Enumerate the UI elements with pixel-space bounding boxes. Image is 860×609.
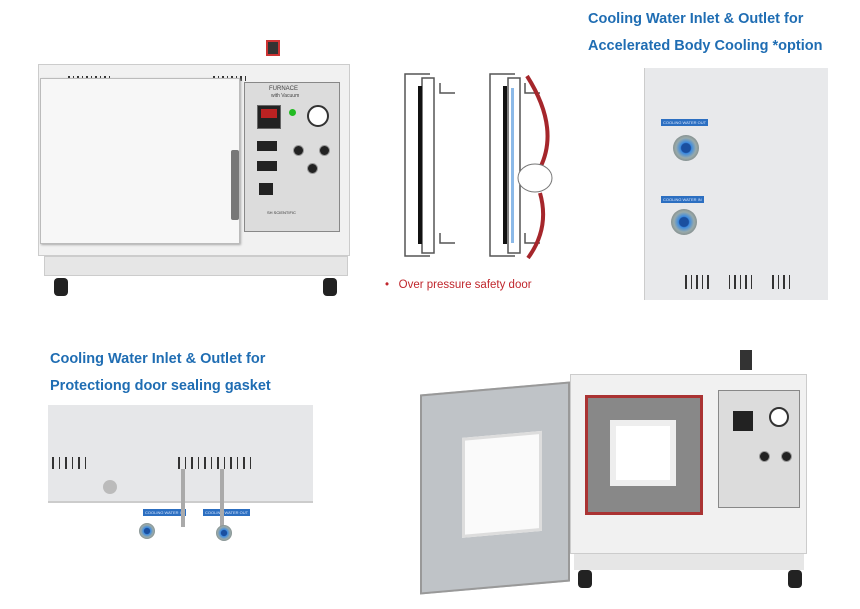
open-door <box>420 381 570 595</box>
caster-wheel <box>578 570 592 588</box>
water-pipe <box>181 469 185 527</box>
pressure-gauge-top <box>740 350 752 370</box>
caption-text: Over pressure safety door <box>398 279 532 291</box>
open-control-panel <box>718 390 800 508</box>
vacuum-gauge <box>307 105 329 127</box>
door-insulation-plug <box>462 430 542 538</box>
vent-slots <box>685 275 790 289</box>
gas-out-knob <box>319 145 330 156</box>
bottom-left-title-line1: Cooling Water Inlet & Outlet for <box>50 351 266 367</box>
furnace-side-panel <box>48 405 313 503</box>
caster-wheel <box>54 278 68 296</box>
pressure-cloud-icon <box>517 163 553 193</box>
safety-door-caption: • Over pressure safety door <box>385 279 532 291</box>
panel-name: FURNACE <box>269 86 299 92</box>
gasket-outlet-fitting <box>216 525 232 541</box>
water-pipe <box>220 469 224 527</box>
furnace-open-photo <box>410 350 810 595</box>
door-handle <box>231 150 239 220</box>
top-right-title-line1: Cooling Water Inlet & Outlet for <box>588 11 804 27</box>
gas-in-knob <box>759 451 770 462</box>
inlet-fitting <box>671 209 697 235</box>
gasket-cooling-out-label: COOLING WATER OUT <box>203 509 251 516</box>
furnace-door <box>40 78 240 244</box>
temperature-controller <box>257 105 281 129</box>
meter-display <box>257 161 277 171</box>
furnace-base <box>574 554 804 570</box>
gasket-cooling-photo: COOLING WATER IN COOLING WATER OUT <box>48 405 313 547</box>
door-open-arrow <box>525 74 550 169</box>
bottom-left-title-line2: Protectiong door sealing gasket <box>50 378 271 394</box>
caster-wheel <box>788 570 802 588</box>
temperature-controller <box>733 411 753 431</box>
chamber-opening <box>610 420 676 486</box>
panel-brand: SH SCIENTIFIC <box>267 210 296 215</box>
pressure-gauge-top <box>266 40 280 56</box>
vent-knob <box>307 163 318 174</box>
safety-door-diagram <box>404 73 553 260</box>
gas-in-knob <box>293 145 304 156</box>
meter-display <box>257 141 277 151</box>
port-hole <box>103 480 117 494</box>
chamber <box>585 395 703 515</box>
vent-slots <box>178 457 251 469</box>
power-light <box>289 109 296 116</box>
caster-wheel <box>323 278 337 296</box>
gasket-inlet-fitting <box>139 523 155 539</box>
cooling-water-in-label: COOLING WATER IN <box>661 196 704 203</box>
vacuum-gauge <box>769 407 789 427</box>
panel-subtitle: with Vacuum <box>271 93 300 99</box>
bullet: • <box>385 279 390 291</box>
door-open-arrow <box>526 192 546 260</box>
vent-slots <box>52 457 86 469</box>
body-cooling-photo: COOLING WATER OUT COOLING WATER IN <box>644 68 828 300</box>
furnace-front-photo: FURNACE with Vacuum SH SCIENTIFIC <box>38 40 353 310</box>
control-panel: FURNACE with Vacuum SH SCIENTIFIC <box>244 82 340 232</box>
meter-display <box>259 183 273 195</box>
cooling-water-out-label: COOLING WATER OUT <box>661 119 709 126</box>
gasket-cooling-in-label: COOLING WATER IN <box>143 509 186 516</box>
outlet-fitting <box>673 135 699 161</box>
top-right-title-line2: Accelerated Body Cooling *option <box>588 38 823 54</box>
gas-out-knob <box>781 451 792 462</box>
furnace-base <box>44 256 348 276</box>
